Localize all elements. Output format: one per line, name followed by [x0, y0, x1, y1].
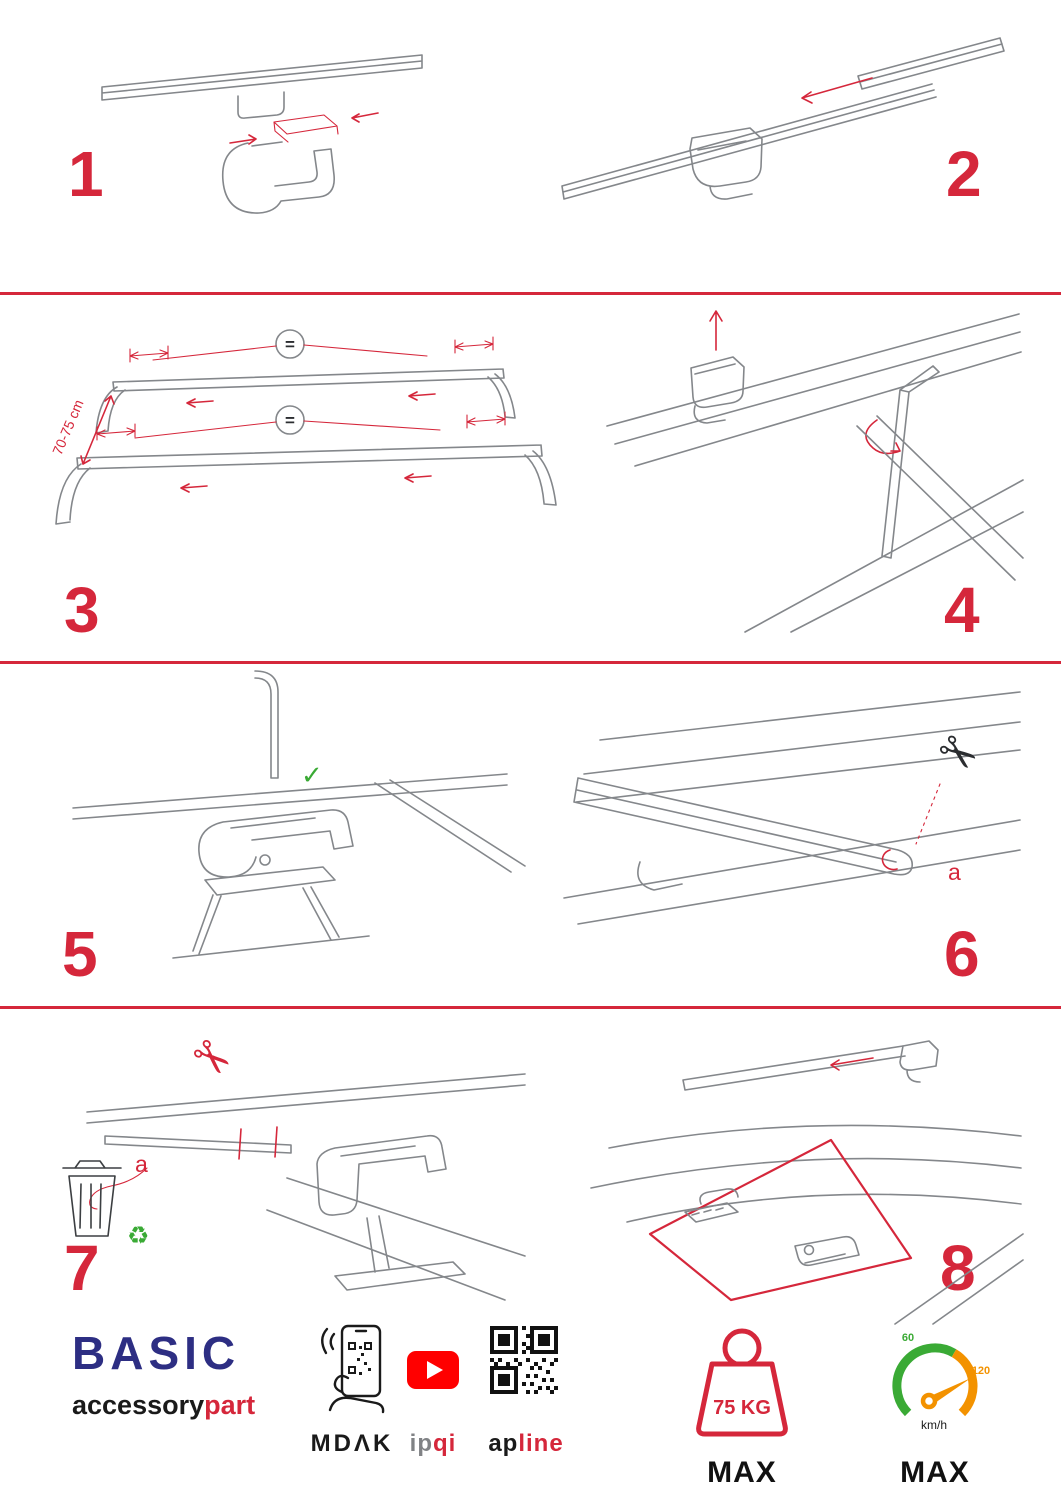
- step-6-illustration: ✂ a: [563, 691, 1021, 925]
- phone-qr-icon: [321, 1324, 385, 1414]
- step-2-number: 2: [946, 138, 982, 210]
- crossbar-distance-label: 70-75 cm: [49, 397, 87, 457]
- step-5-number: 5: [62, 918, 98, 990]
- youtube-icon: [407, 1351, 459, 1389]
- scissors-icon: ✂: [179, 1025, 244, 1091]
- brand-subtitle: accessorypart: [72, 1390, 256, 1420]
- brand-title: BASIC: [72, 1327, 241, 1379]
- brand-logo: BASIC accessorypart: [72, 1330, 255, 1421]
- speed-tick-60: 60: [902, 1332, 914, 1344]
- step-3-number: 3: [64, 574, 100, 646]
- equal-badge-bottom: =: [285, 411, 295, 430]
- speed-tick-120: 120: [972, 1365, 990, 1377]
- trash-icon: [62, 1160, 122, 1237]
- ipqi-label: ipqi: [409, 1430, 457, 1457]
- weight-max-label: MAX: [707, 1456, 777, 1489]
- mdak-label: MDΛK: [310, 1430, 394, 1457]
- section-divider: [0, 292, 1061, 295]
- scissors-icon: ✂: [926, 720, 990, 786]
- weight-icon: 75 KG: [696, 1328, 788, 1437]
- step-7-illustration: ✂ a ♻: [62, 1025, 526, 1301]
- speedometer-icon: 60 120 km/h: [892, 1332, 990, 1432]
- step-1-illustration: [101, 54, 423, 214]
- step-4-number: 4: [944, 574, 980, 646]
- step-2-illustration: [561, 37, 1005, 200]
- apline-label: apline: [488, 1430, 564, 1457]
- qr-code-icon: [490, 1326, 558, 1394]
- speed-max-label: MAX: [900, 1456, 970, 1489]
- recycle-icon: ♻: [127, 1221, 149, 1250]
- check-icon: ✓: [301, 761, 323, 791]
- weight-value: 75 KG: [713, 1397, 771, 1419]
- step-4-illustration: [606, 310, 1024, 633]
- section-divider: [0, 661, 1061, 664]
- speed-unit-label: km/h: [921, 1418, 947, 1432]
- step-8-number: 8: [940, 1232, 976, 1304]
- step-6-number: 6: [944, 918, 980, 990]
- step-3-illustration: = = 70-75 cm: [49, 329, 557, 525]
- step-1-number: 1: [68, 138, 104, 210]
- step-5-illustration: ✓: [72, 670, 526, 959]
- cut-part-label: a: [948, 859, 961, 885]
- step-8-illustration: [590, 1040, 1024, 1325]
- step-7-number: 7: [64, 1232, 100, 1304]
- section-divider: [0, 1006, 1061, 1009]
- equal-badge-top: =: [285, 335, 295, 354]
